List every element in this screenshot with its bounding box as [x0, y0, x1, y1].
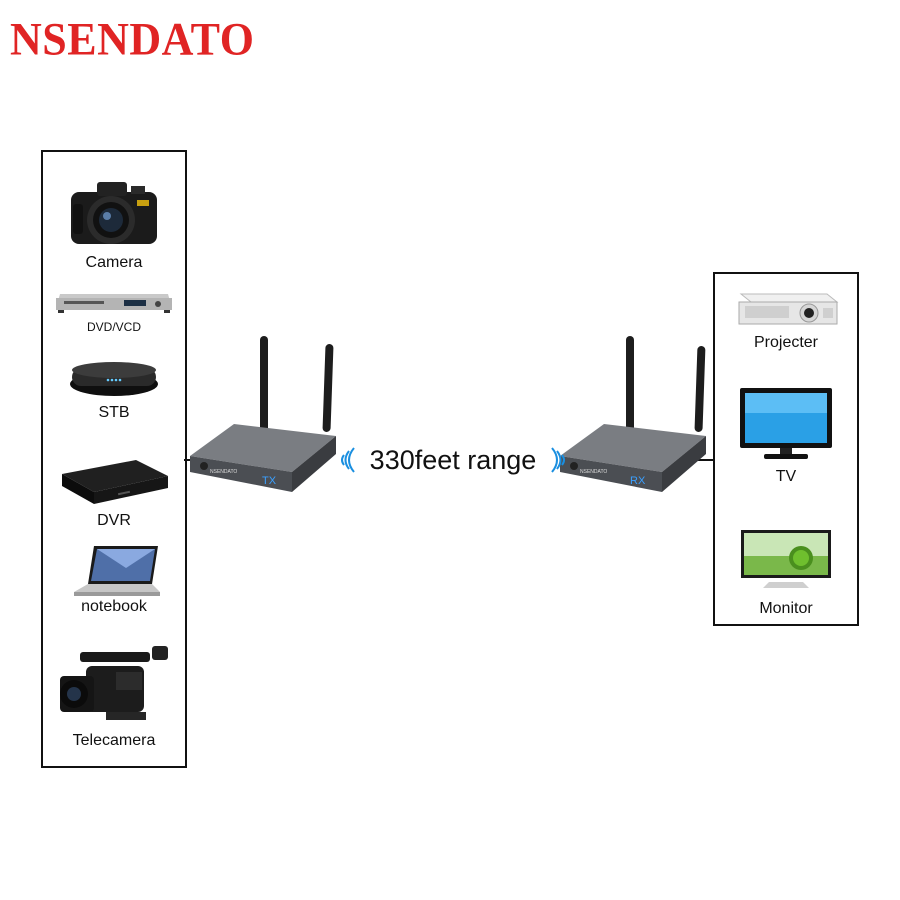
display-devices-panel: Projecter TV Monitor	[713, 272, 859, 626]
display-label: Monitor	[759, 600, 813, 617]
source-item-telecamera: Telecamera	[43, 642, 185, 754]
transmitter-label: TX	[262, 475, 277, 487]
source-item-dvr: DVR	[43, 448, 185, 538]
video-camera-icon	[60, 646, 168, 720]
source-label: notebook	[81, 598, 147, 615]
source-label: Telecamera	[72, 732, 156, 749]
wireless-signal-icon	[341, 447, 355, 473]
transmitter-icon: NSENDATO TX	[190, 336, 336, 492]
tv-icon	[740, 388, 832, 459]
monitor-icon	[741, 530, 831, 588]
projector-icon	[738, 293, 839, 325]
wireless-range: 330feet range	[338, 440, 568, 480]
display-item-tv: TV	[715, 384, 857, 494]
source-item-camera: Camera	[43, 170, 185, 280]
set-top-box-icon	[70, 362, 158, 396]
source-label: STB	[98, 404, 130, 421]
source-label: Camera	[85, 254, 143, 271]
source-devices-panel: Camera DVD/VCD STB	[41, 150, 187, 768]
source-item-notebook: notebook	[43, 538, 185, 628]
source-item-stb: STB	[43, 352, 185, 432]
source-item-dvd: DVD/VCD	[43, 284, 185, 344]
brand-logo: NSENDATO	[10, 13, 255, 66]
dvd-player-icon	[56, 294, 172, 313]
range-label: 330feet range	[369, 444, 537, 475]
wireless-signal-icon	[551, 447, 565, 473]
camera-icon	[71, 182, 157, 244]
display-item-projector: Projecter	[715, 286, 857, 356]
receiver-icon: NSENDATO RX	[560, 336, 706, 492]
svg-text:NSENDATO: NSENDATO	[210, 469, 237, 475]
receiver-label: RX	[630, 475, 646, 487]
svg-text:NSENDATO: NSENDATO	[580, 469, 607, 475]
source-label: DVD/VCD	[86, 320, 141, 334]
display-connection-line	[696, 459, 713, 461]
source-label: DVR	[97, 512, 131, 529]
dvr-icon	[62, 460, 168, 504]
laptop-icon	[74, 546, 160, 596]
display-label: TV	[775, 468, 797, 485]
display-label: Projecter	[753, 334, 819, 351]
display-item-monitor: Monitor	[715, 528, 857, 618]
